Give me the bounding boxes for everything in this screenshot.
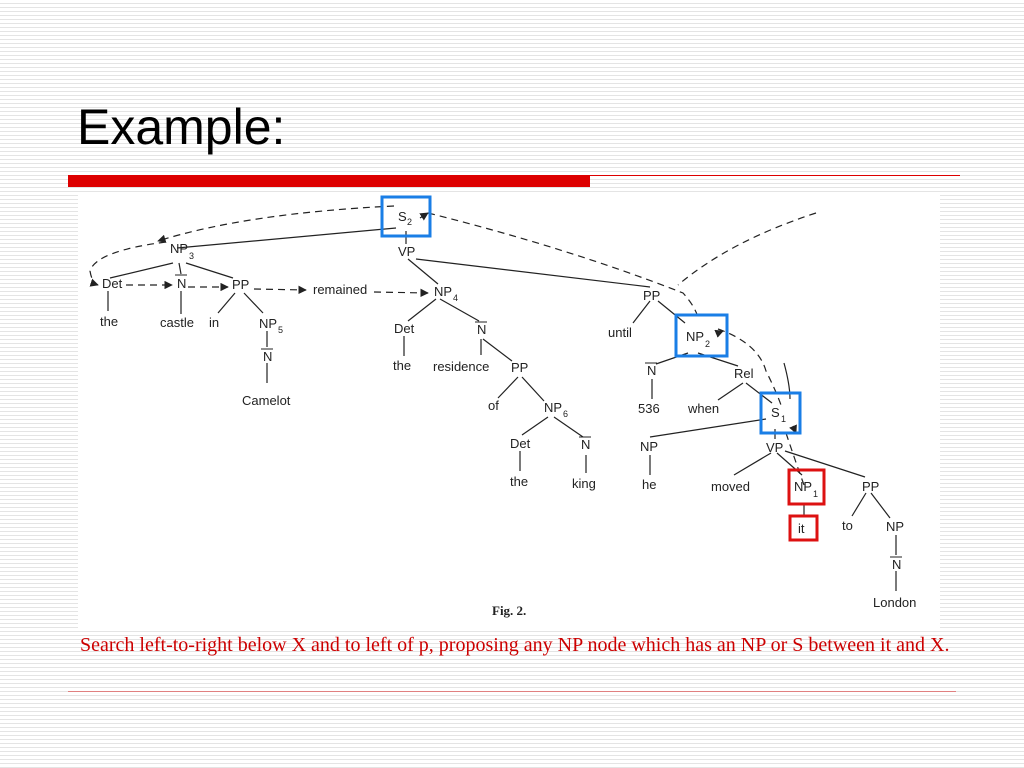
leaf-when: when [687, 401, 719, 416]
node-vp-moved: VP [766, 440, 783, 455]
node-det2: Det [394, 321, 415, 336]
node-pp-until: PP [643, 288, 660, 303]
node-s2-subscript: 2 [407, 217, 412, 227]
slide-title: Example: [77, 99, 286, 155]
leaf-until: until [608, 325, 632, 340]
s2-highlight-box [380, 195, 432, 238]
node-n-london: N [892, 557, 901, 572]
node-remained: remained [313, 282, 367, 297]
tree-node-labels: S 2 NP 3 VP Det N PP remained NP 4 PP th… [100, 209, 916, 610]
it-highlight-box [788, 514, 819, 542]
slide-caption: Search left-to-right below X and to left… [80, 634, 950, 656]
node-pp1: PP [232, 277, 249, 292]
leaf-residence: residence [433, 359, 489, 374]
node-rel: Rel [734, 366, 754, 381]
leaf-castle: castle [160, 315, 194, 330]
node-vp-main: VP [398, 244, 415, 259]
leaf-the1: the [100, 314, 118, 329]
node-pp2: PP [511, 360, 528, 375]
leaf-the3: the [510, 474, 528, 489]
node-np3-subscript: 3 [189, 251, 194, 261]
parse-tree-figure: S 2 NP 3 VP Det N PP remained NP 4 PP th… [78, 193, 940, 630]
bottom-rule [68, 691, 956, 692]
leaf-king: king [572, 476, 596, 491]
tree-edges [107, 227, 897, 591]
title-rule-bar [68, 175, 590, 187]
node-n-camelot: N [263, 349, 272, 364]
leaf-the2: the [393, 358, 411, 373]
node-det1: Det [102, 276, 123, 291]
node-s1-subscript: 1 [781, 414, 786, 424]
node-np6-subscript: 6 [563, 409, 568, 419]
leaf-london: London [873, 595, 916, 610]
s1-highlight-box [759, 391, 802, 435]
leaf-camelot: Camelot [242, 393, 291, 408]
node-np6: NP [544, 400, 562, 415]
node-np1: NP [794, 479, 812, 494]
np1-highlight-box [787, 468, 826, 506]
leaf-to: to [842, 518, 853, 533]
node-np2-subscript: 2 [705, 339, 710, 349]
leaf-moved: moved [711, 479, 750, 494]
node-pp3: PP [862, 479, 879, 494]
leaf-he: he [642, 477, 656, 492]
parse-tree-svg: S 2 NP 3 VP Det N PP remained NP 4 PP th… [89, 195, 916, 618]
node-n536: N [647, 363, 656, 378]
node-s2: S [398, 209, 407, 224]
node-np1-subscript: 1 [813, 489, 818, 499]
title-rule-line [590, 175, 960, 176]
figure-caption: Fig. 2. [492, 603, 526, 618]
node-np2: NP [686, 329, 704, 344]
node-n3: N [581, 437, 590, 452]
n-bar-marks [175, 274, 902, 558]
leaf-536: 536 [638, 401, 660, 416]
leaf-in: in [209, 315, 219, 330]
leaf-of: of [488, 398, 499, 413]
node-np-he: NP [640, 439, 658, 454]
leaf-it: it [798, 521, 805, 536]
traversal-arrowheads [419, 212, 797, 434]
traversal-path [89, 205, 817, 486]
node-np4: NP [434, 284, 452, 299]
node-n2: N [477, 322, 486, 337]
node-s1: S [771, 405, 780, 420]
node-n1: N [177, 276, 186, 291]
np2-highlight-box [674, 313, 729, 358]
node-np3: NP [170, 241, 188, 256]
node-np4-subscript: 4 [453, 293, 458, 303]
node-np5: NP [259, 316, 277, 331]
node-det3: Det [510, 436, 531, 451]
node-np-london: NP [886, 519, 904, 534]
node-np5-subscript: 5 [278, 325, 283, 335]
